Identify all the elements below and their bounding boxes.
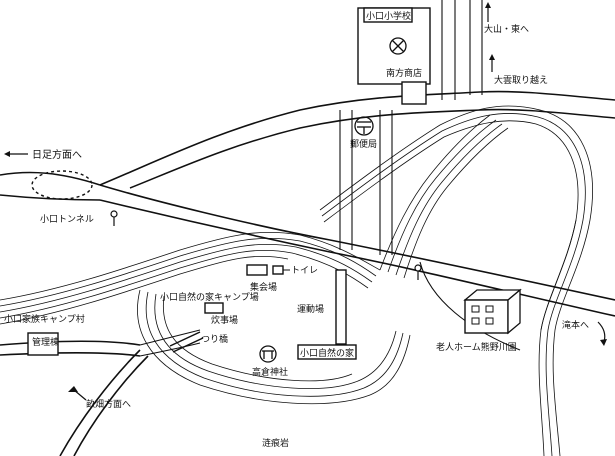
bus-stop-icon[interactable]	[110, 210, 118, 226]
elderly-home[interactable]: 老人ホーム熊野川園	[436, 288, 522, 353]
torii-icon	[259, 345, 277, 363]
to-hitari-label: 日足方面へ	[32, 148, 82, 161]
nature-house[interactable]: 小口自然の家	[297, 269, 357, 360]
bus-stop-icon[interactable]	[414, 264, 422, 280]
post-office[interactable]: 郵便局	[350, 116, 377, 150]
to-takimoto-label: 滝本へ	[562, 319, 589, 331]
nature-house-label: 小口自然の家	[300, 347, 354, 359]
direction-hatabata[interactable]: 畝畑方面へ	[68, 386, 131, 410]
direction-oyama[interactable]: 大山・東へ	[484, 2, 529, 35]
ookumo-label: 大雲取り越え	[494, 74, 548, 86]
school-label: 小口小学校	[366, 10, 411, 22]
shrine-label: 高倉神社	[252, 366, 288, 378]
suspension-bridge[interactable]: つり橋	[169, 331, 228, 353]
cooking-area-label: 炊事場	[211, 314, 238, 326]
toilet-label: トイレ	[291, 266, 318, 276]
school[interactable]: 小口小学校	[357, 7, 431, 85]
to-oyama-label: 大山・東へ	[484, 23, 529, 35]
toilet[interactable]: トイレ	[272, 265, 318, 276]
rock-label: 涟痕岩	[262, 437, 289, 449]
post-office-label: 郵便局	[350, 138, 377, 150]
tunnel[interactable]: 小口トンネル	[31, 170, 94, 225]
management-bldg-label: 管理棟	[32, 336, 59, 348]
direction-ookumo[interactable]: 大雲取り越え	[489, 54, 548, 86]
cooking-area[interactable]: 炊事場	[204, 302, 238, 326]
circle-cross-icon	[389, 37, 407, 55]
post-office-icon	[354, 116, 374, 136]
shop[interactable]: 南方商店	[386, 67, 427, 105]
elderly-home-label: 老人ホーム熊野川園	[436, 341, 517, 353]
direction-hitari[interactable]: 日足方面へ	[4, 148, 82, 161]
family-camp-label: 小口家族キャンプ村	[4, 313, 85, 325]
bridge-label: つり橋	[201, 333, 228, 345]
camp-site-label: 小口自然の家キャンプ場	[160, 291, 259, 303]
meeting-hall[interactable]: 集会場	[246, 264, 277, 293]
direction-takimoto[interactable]: 滝本へ	[562, 319, 607, 346]
shop-label: 南方商店	[386, 67, 422, 79]
to-hatabata-label: 畝畑方面へ	[86, 398, 131, 410]
family-camp[interactable]: 小口家族キャンプ村 管理棟	[4, 313, 85, 356]
tunnel-label: 小口トンネル	[40, 214, 94, 225]
meeting-hall-label: 集会場	[250, 281, 277, 293]
takakura-shrine[interactable]: 高倉神社	[252, 345, 288, 378]
sports-field-label: 運動場	[297, 303, 324, 315]
